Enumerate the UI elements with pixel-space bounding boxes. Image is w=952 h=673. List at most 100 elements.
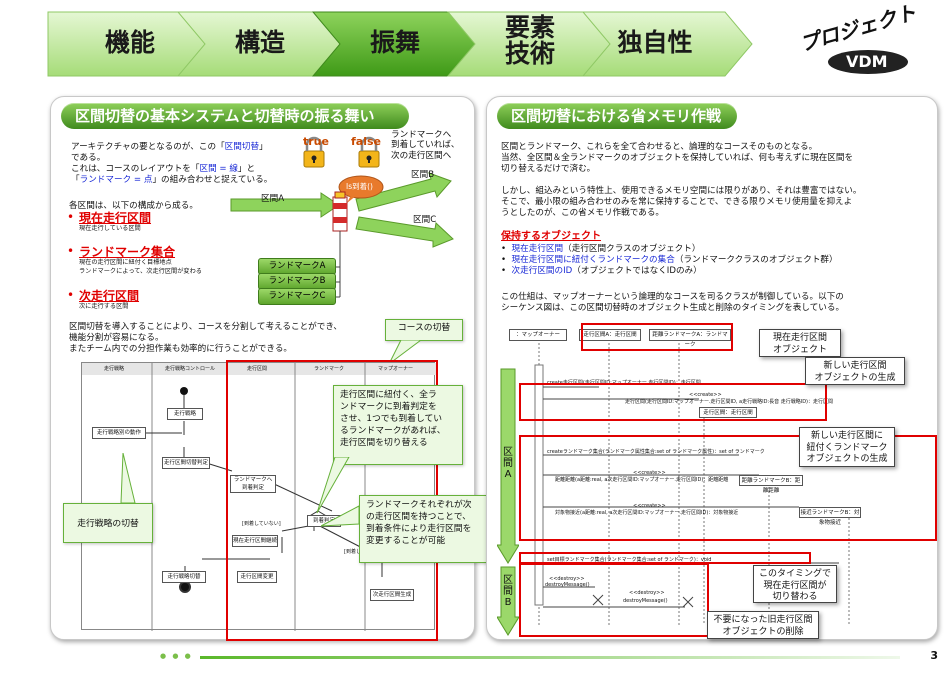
keep-item-1: • 現在走行区間（走行区間クラスのオブジェクト）: [501, 244, 701, 254]
node-strategy-switch: 走行戦略切替: [162, 571, 206, 583]
intro-line-4: 「ランドマーク = 点」の組み合わせと捉えている。: [71, 175, 273, 185]
keep-item-2: • 現在走行区間に紐付くランドマークの集合（ランドマーククラスのオブジェクト群）: [501, 255, 838, 265]
seq-destroy-1: destroyMessage(): [545, 582, 590, 588]
explain-line-3: またチーム内での分担作業も効率的に行うことができる。: [69, 344, 293, 354]
intro-line-2: である。: [71, 153, 106, 163]
logo-text: プロジェクト: [796, 0, 919, 57]
callout-landmark-judge: 走行区間に紐付く、全ラ ンドマークに到着判定を させ、1つでも到着してい るラン…: [333, 385, 463, 465]
is-arrived-label: Is到着(): [346, 182, 373, 191]
node-section-change: 走行区間変更: [237, 571, 277, 583]
item-2-title: ランドマーク集合: [79, 245, 176, 259]
top-nav: 機能 構造 振舞 要素 技術 独自性 プロジェクト VDM: [0, 0, 952, 86]
project-vdm-logo: プロジェクト VDM: [792, 0, 922, 80]
item-1-title: 現在走行区間: [79, 211, 152, 225]
nav-label-behavior: 振舞: [369, 28, 420, 57]
section-b-label: 区間B: [411, 170, 435, 180]
highlight-destroy: [519, 563, 709, 637]
section-b-arrow: [497, 566, 519, 636]
guard-not-arrived: [到着していない]: [242, 521, 281, 527]
lane-strategy-control: 走行戦略コントロール: [165, 366, 216, 372]
nav-label-function: 機能: [104, 28, 155, 57]
callout1-pointer: [316, 457, 350, 514]
callout-strategy-switch: 走行戦略の切替: [63, 503, 153, 543]
seq-msg-5a: <<create>>: [633, 503, 666, 509]
callout-destroy-old: 不要になった旧走行区間 オブジェクトの削除: [707, 611, 819, 639]
callout-landmark-next: ランドマークそれぞれが次 の走行区間を持つことで、 到着条件により走行区間を 変…: [359, 495, 495, 563]
p3-line-1: この仕組は、マップオーナーという論理的なコースを司るクラスが制御している。以下の: [501, 292, 844, 302]
nav-label-structure: 構造: [234, 28, 285, 57]
item-3-title: 次走行区間: [79, 289, 140, 303]
keep-title: 保持するオブジェクト: [501, 231, 601, 242]
arrow-section-b: [355, 172, 452, 212]
lighthouse-icon: [332, 191, 348, 232]
lifeline-landmark-a: 距離ランドマークA：ランドマーク: [649, 329, 731, 348]
nav-label-originality: 独自性: [617, 28, 693, 57]
lifeline-section-a: 走行区間A：走行区間: [579, 329, 641, 341]
nav-arrows: [47, 11, 753, 77]
seq-msg-6: set目標ランドマーク集合(ランドマーク集合:set of ランドマーク)：vo…: [547, 557, 712, 563]
p2-line-3: うとしたのが、この省メモリ作戦である。: [501, 208, 665, 218]
lifeline-map-owner: ：マップオーナー: [509, 329, 567, 341]
seq-dist-landmark-box: 距離ランドマークB：距離距離: [739, 475, 803, 494]
right-panel: 区間切替における省メモリ作戦 区間とランドマーク、これらを全て合わせると、論理的…: [486, 96, 938, 640]
p2-line-2: そこで、最小限の組み合わせのみを常に保持することで、できる限りメモリ使用量を抑え…: [501, 197, 853, 207]
seq-msg-2: 走行区間(走行区間ID:マップオーナー.走行区間ID, a走行戦略ID:長音 走…: [625, 399, 833, 405]
seq-msg-4a: <<create>>: [633, 470, 666, 476]
false-label: false: [351, 135, 381, 148]
landmark-c: ランドマークC: [258, 288, 336, 305]
item-3-desc: 次に走行する区間: [79, 303, 129, 310]
lane-landmark: ランドマーク: [314, 366, 345, 372]
course-switch-callout: コースの切替: [385, 319, 463, 341]
highlight-new-section: [519, 383, 827, 421]
p1-line-3: 切り替えるだけで済む。: [501, 164, 596, 174]
node-strategy: 走行戦略: [167, 408, 203, 420]
seq-msg-5: 対象物接近(a距離:real, a次走行区間ID:マップオーナー.走行区間ID)…: [555, 510, 739, 516]
section-a-vertical-label: 区間A: [503, 447, 513, 480]
p1-line-1: 区間とランドマーク、これらを全て合わせると、論理的なコースそのものとなる。: [501, 142, 818, 152]
node-landmark-judge: ランドマークへ 到着判定: [230, 475, 276, 493]
logo-oval-icon: [828, 50, 908, 74]
callout3-pointer: [120, 453, 136, 504]
item-2-desc-1: 現在の走行区間に紐付く目標地点: [79, 259, 172, 266]
explain-line-2: 機能分割が容易になる。: [69, 333, 164, 343]
footer-dots: ● ● ●: [160, 652, 193, 660]
node-continue: 現在走行区間継続: [232, 535, 278, 547]
seq-destroy-2a: <<destroy>>: [629, 590, 665, 596]
seq-msg-4: 距離距離(a距離:real, a次走行区間ID:マップオーナー.走行区間ID)：…: [555, 477, 729, 483]
bubble-tail: [347, 195, 357, 203]
node-next-section: 次走行区間生成: [370, 589, 414, 601]
node-switch-judge: 走行区間切替判定: [162, 457, 210, 469]
callout-new-section: 新しい走行区間 オブジェクトの生成: [805, 357, 905, 385]
left-panel-title: 区間切替の基本システムと切替時の振る舞い: [61, 103, 409, 129]
arrow-section-c: [355, 216, 454, 248]
section-b-vertical-label: 区間B: [503, 575, 513, 608]
seq-msg-3: createランドマーク集合(ランドマーク属性集合:set of ランドマーク属…: [547, 449, 765, 455]
lock-true-icon: [303, 136, 325, 168]
true-label: true: [303, 135, 329, 148]
page-number: 3: [930, 649, 938, 662]
arrow-section-a: [230, 192, 340, 218]
section-c-label: 区間C: [413, 215, 437, 225]
lane-strategy: 走行戦略: [104, 366, 125, 372]
lock-note: ランドマークへ 到着していれば、 次の走行区間へ: [391, 130, 460, 161]
callout-current-section: 現在走行区間 オブジェクト: [759, 329, 841, 357]
section-a-arrow: [497, 368, 519, 564]
bullet-1: •: [67, 210, 75, 224]
seq-destroy-2: destroyMessage(): [623, 598, 668, 604]
intro-line-1: アーキテクチャの要となるのが、この「区間切替」: [71, 142, 268, 152]
course-switch-pointer: [388, 340, 422, 365]
seq-msg-2a: <<create>>: [689, 392, 722, 398]
seq-approach-landmark-box: 接近ランドマークB：対象物接近: [799, 507, 861, 526]
sequence-diagram-lines: [534, 339, 850, 625]
p2-line-1: しかし、組込みという特性上、使用できるメモリ空間には限りがあり、それは豊富ではな…: [501, 186, 862, 196]
lane-map-owner: マップオーナー: [378, 366, 414, 372]
footer-line: [200, 656, 900, 659]
is-arrived-bubble: [338, 175, 384, 199]
components-lead: 各区間は、以下の構成から成る。: [69, 201, 198, 211]
nav-arrow-5[interactable]: [581, 11, 753, 77]
lane-section: 走行区間: [247, 366, 268, 372]
left-panel: 区間切替の基本システムと切替時の振る舞い アーキテクチャの要となるのが、この「区…: [50, 96, 495, 641]
seq-destroy-1a: <<destroy>>: [549, 576, 585, 582]
item-2-desc-2: ランドマークによって、次走行区間が変わる: [79, 268, 202, 275]
intro-line-3: これは、コースのレイアウトを「区間 = 線」と: [71, 164, 256, 174]
